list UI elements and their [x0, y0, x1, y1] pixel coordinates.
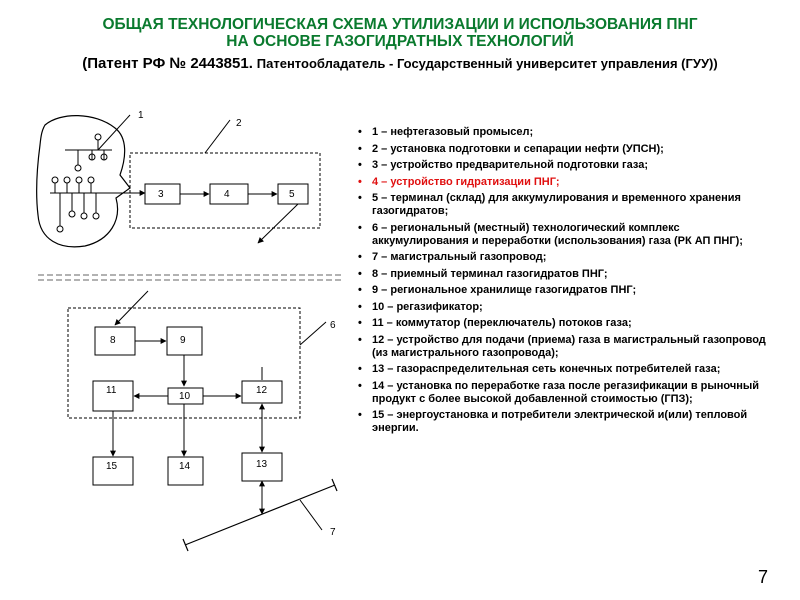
- label-2: 2: [236, 118, 242, 129]
- legend-item: •3 – устройство предварительной подготов…: [355, 159, 770, 172]
- label-7: 7: [330, 527, 336, 538]
- page-number: 7: [758, 567, 768, 588]
- label-3: 3: [158, 189, 164, 200]
- main-gas-pipeline: [185, 485, 335, 545]
- legend-list: •1 – нефтегазовый промысел; •2 – установ…: [355, 126, 770, 439]
- legend-item: •15 – энергоустановка и потребители элек…: [355, 409, 770, 435]
- label-10: 10: [179, 391, 191, 402]
- label-12: 12: [256, 385, 268, 396]
- legend-item: •13 – газораспределительная сеть конечны…: [355, 363, 770, 376]
- label-8: 8: [110, 335, 116, 346]
- label-4: 4: [224, 189, 230, 200]
- legend-item: •9 – региональное хранилище газогидратов…: [355, 284, 770, 297]
- legend-item: •12 – устройство для подачи (приема) газ…: [355, 334, 770, 360]
- label-13: 13: [256, 459, 268, 470]
- legend-item: •2 – установка подготовки и сепарации не…: [355, 143, 770, 156]
- legend-item: •11 – коммутатор (переключатель) потоков…: [355, 317, 770, 330]
- label-9: 9: [180, 335, 186, 346]
- wells: [50, 134, 145, 232]
- legend-item: •7 – магистральный газопровод;: [355, 251, 770, 264]
- legend-item: •1 – нефтегазовый промысел;: [355, 126, 770, 139]
- label-5: 5: [289, 189, 295, 200]
- label-15: 15: [106, 461, 118, 472]
- legend-item: •8 – приемный терминал газогидратов ПНГ;: [355, 268, 770, 281]
- legend-item: •14 – установка по переработке газа посл…: [355, 380, 770, 406]
- label-6: 6: [330, 320, 336, 331]
- label-11: 11: [106, 385, 117, 396]
- label-14: 14: [179, 461, 191, 472]
- label-1: 1: [138, 110, 144, 121]
- legend-item: •6 – региональный (местный) технологичес…: [355, 222, 770, 248]
- legend-item: •5 – терминал (склад) для аккумулировани…: [355, 192, 770, 218]
- legend-item: •10 – регазификатор;: [355, 301, 770, 314]
- oilfield-outline: [37, 116, 130, 247]
- legend-item-highlighted: •4 – устройство гидратизации ПНГ;: [355, 176, 770, 189]
